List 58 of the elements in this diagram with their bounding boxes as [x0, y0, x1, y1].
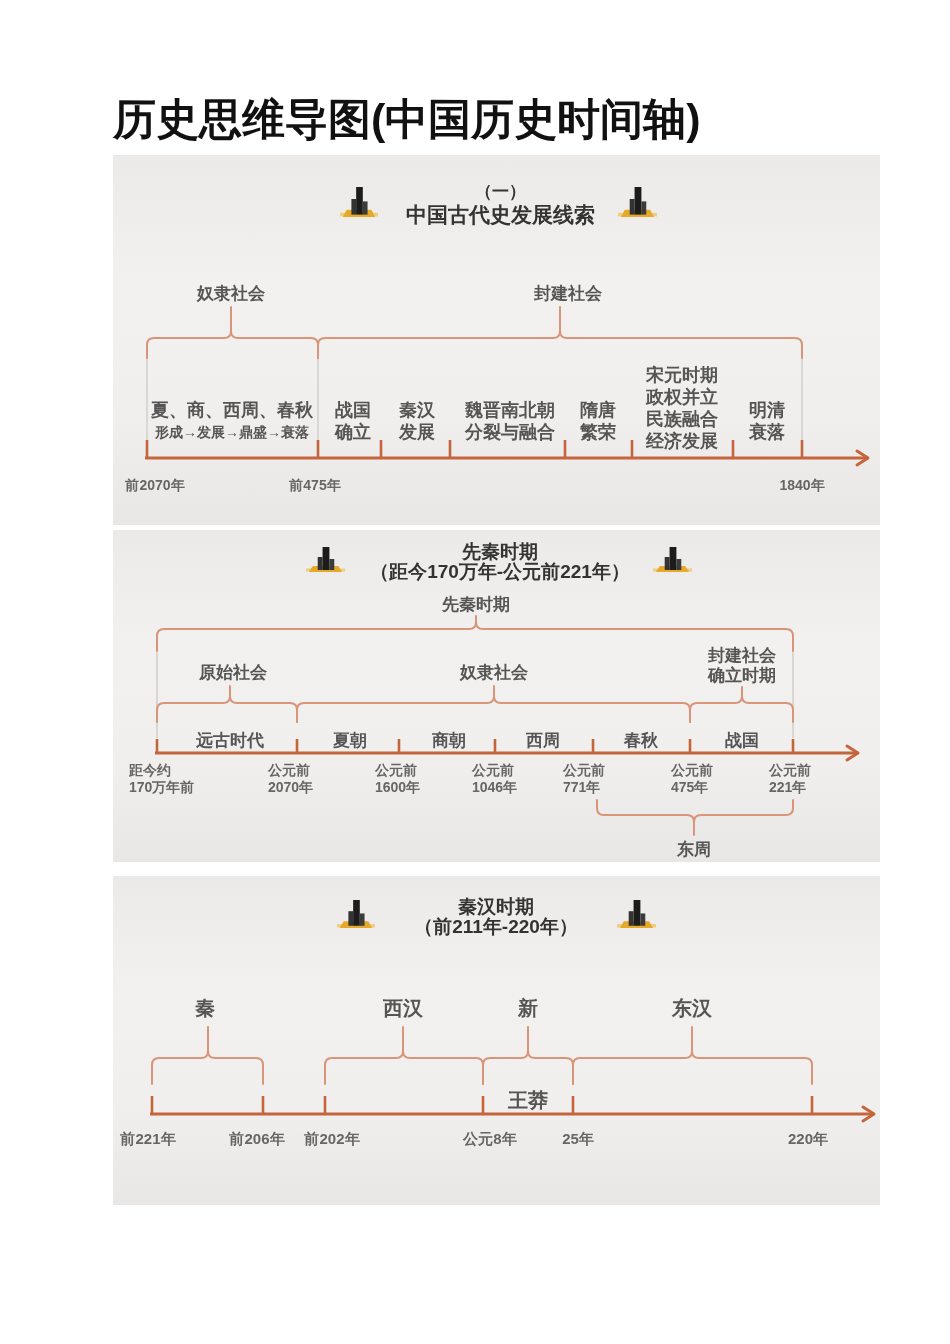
panel-heading: 先秦时期 [462, 542, 538, 562]
era-label: 明清 [749, 399, 785, 421]
era-label: 宋元时期 [646, 364, 718, 386]
era-description: 形成→发展→鼎盛→衰落 [155, 423, 309, 442]
era-description: 衰落 [749, 421, 785, 443]
date-label: 前202年 [304, 1130, 360, 1148]
era-label: 隋唐 [580, 399, 616, 421]
ruler-label: 王莽 [508, 1089, 548, 1111]
date-label: 公元8年 [463, 1130, 517, 1148]
date-range: （距今170万年-公元前221年） [370, 562, 630, 582]
dynasty-label: 秦 [195, 996, 215, 1020]
era-description: 确立 [335, 421, 371, 443]
dynasty-label: 东汉 [672, 996, 712, 1020]
date-label: 公元前475年 [671, 762, 713, 796]
era-description: 发展 [399, 421, 435, 443]
era-label: 商朝 [432, 731, 466, 751]
date-label: 公元前1046年 [472, 762, 518, 796]
date-label: 前206年 [229, 1130, 285, 1148]
date-range: （前211年-220年） [414, 917, 578, 937]
era-description: 政权并立民族融合经济发展 [646, 386, 718, 452]
date-label: 220年 [788, 1130, 828, 1148]
panel-heading: 秦汉时期 [458, 897, 534, 917]
era-label: 远古时代 [196, 731, 264, 751]
date-label: 25年 [562, 1130, 594, 1148]
period-label: 奴隶社会 [460, 663, 528, 683]
era-label: 秦汉 [399, 399, 435, 421]
period-label: 东周 [677, 840, 711, 860]
page-title: 历史思维导图(中国历史时间轴) [113, 94, 701, 145]
date-label: 距今约170万年前 [129, 762, 195, 796]
era-label: 战国 [725, 731, 759, 751]
date-label: 前221年 [120, 1130, 176, 1148]
timeline-panel [113, 876, 880, 1205]
era-description: 分裂与融合 [465, 421, 555, 443]
era-description: 繁荣 [580, 421, 616, 443]
period-label: 封建社会确立时期 [708, 646, 776, 686]
era-label: 夏朝 [333, 731, 367, 751]
timeline-panel [113, 155, 880, 525]
panel-heading: 中国古代史发展线索 [405, 202, 595, 228]
era-label: 春秋 [624, 731, 658, 751]
date-label: 公元前771年 [563, 762, 605, 796]
section-number: （一） [474, 181, 526, 202]
date-label: 前475年 [289, 476, 341, 494]
date-label: 公元前1600年 [375, 762, 421, 796]
period-label: 封建社会 [534, 283, 602, 304]
era-label: 西周 [526, 731, 560, 751]
era-label: 夏、商、西周、春秋 [151, 399, 313, 421]
date-label: 1840年 [779, 476, 825, 494]
date-label: 前2070年 [125, 476, 185, 494]
dynasty-label: 西汉 [383, 996, 423, 1020]
era-label: 魏晋南北朝 [465, 399, 555, 421]
period-label: 先秦时期 [442, 595, 510, 615]
era-label: 战国 [335, 399, 371, 421]
dynasty-label: 新 [518, 996, 538, 1020]
period-label: 原始社会 [199, 663, 267, 683]
date-label: 公元前221年 [769, 762, 811, 796]
date-label: 公元前2070年 [268, 762, 314, 796]
period-label: 奴隶社会 [197, 283, 265, 304]
timeline-panel [113, 530, 880, 862]
